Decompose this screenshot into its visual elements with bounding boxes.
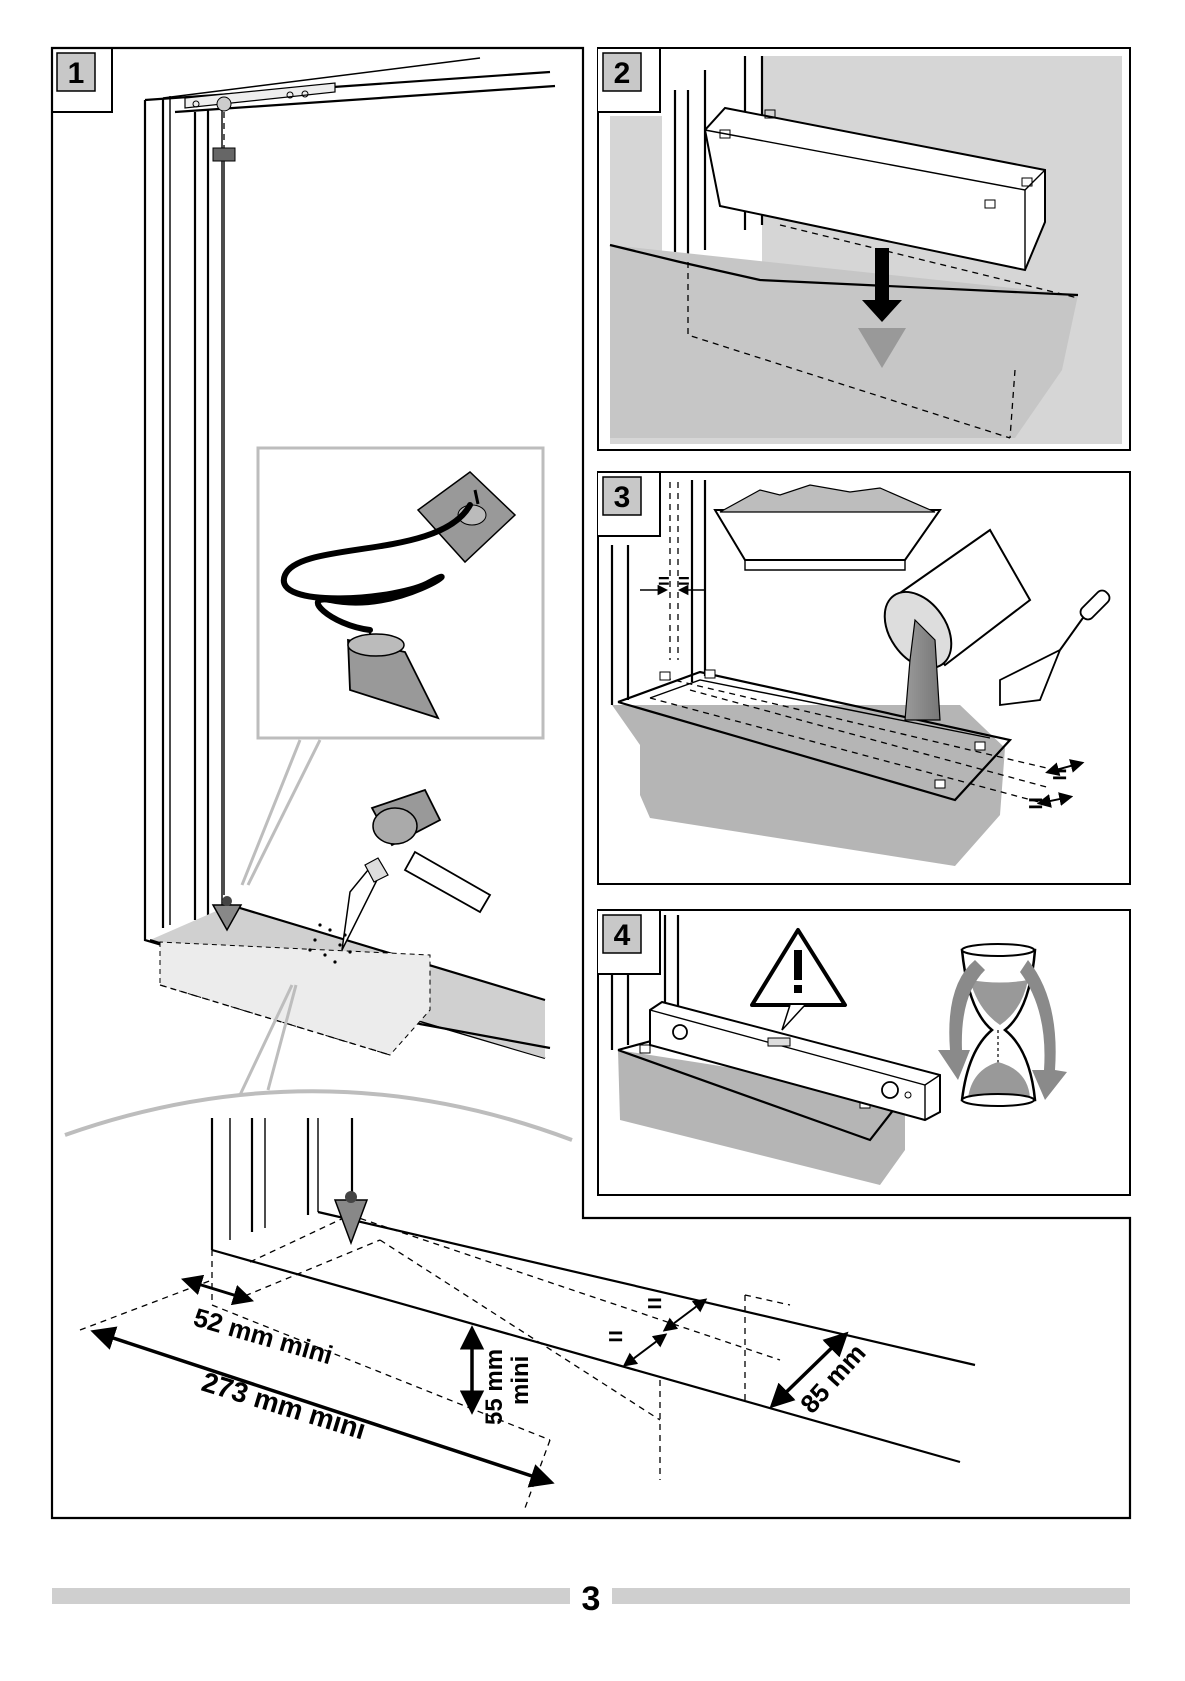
equal-arrow-a bbox=[665, 1300, 705, 1330]
step-4-badge: 4 bbox=[598, 910, 660, 974]
step-2-number: 2 bbox=[614, 57, 631, 90]
step-4-number: 4 bbox=[614, 919, 631, 952]
dim-55-label-1: 55 mm bbox=[481, 1349, 508, 1425]
step-1-badge: 1 bbox=[52, 48, 112, 112]
dim-52-arrow bbox=[185, 1280, 250, 1300]
equal-label-f: = bbox=[1028, 788, 1043, 818]
dim-55-label-2: mini bbox=[507, 1356, 534, 1405]
equal-label-e: = bbox=[1052, 759, 1067, 789]
dim-273-label: 273 mm mini bbox=[198, 1366, 369, 1445]
footer-bar-left bbox=[52, 1588, 570, 1604]
equal-label-b: = bbox=[608, 1321, 623, 1351]
equal-label-a: = bbox=[647, 1288, 662, 1318]
page-number: 3 bbox=[582, 1580, 601, 1618]
footer-bar-right bbox=[612, 1588, 1130, 1604]
equal-label-d: = bbox=[678, 571, 690, 593]
chisel-icon bbox=[342, 858, 388, 950]
panel-2 bbox=[598, 48, 1130, 450]
equal-arrow-b bbox=[625, 1335, 665, 1365]
footer: 3 bbox=[52, 1580, 1130, 1618]
dim-52-label: 52 mm mini bbox=[190, 1302, 336, 1370]
step-3-badge: 3 bbox=[598, 472, 660, 536]
hammer-icon bbox=[372, 790, 490, 912]
dim-85-label: 85 mm bbox=[794, 1338, 871, 1419]
step-3-number: 3 bbox=[614, 481, 631, 514]
equal-label-c: = bbox=[658, 571, 670, 593]
step-2-badge: 2 bbox=[598, 48, 660, 112]
step-1-number: 1 bbox=[68, 57, 85, 90]
